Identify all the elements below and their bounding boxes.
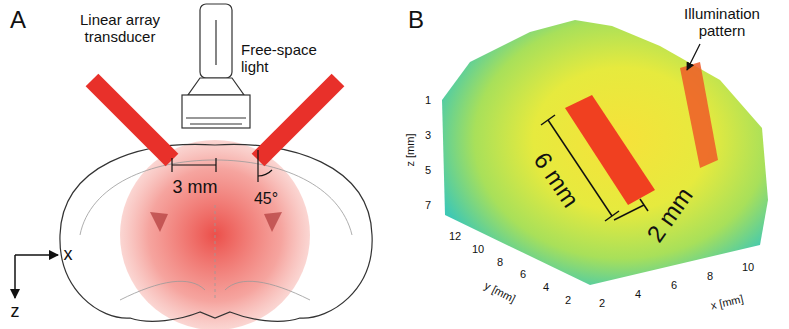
illumination-pattern bbox=[565, 95, 655, 205]
dimension-line bbox=[614, 205, 644, 220]
angle-reference bbox=[257, 150, 258, 182]
dimension-2mm bbox=[614, 199, 648, 220]
angle-arc bbox=[258, 170, 272, 176]
brain-structure bbox=[120, 281, 310, 300]
axis-arrow bbox=[14, 255, 16, 298]
dimension-tick bbox=[171, 158, 172, 172]
dimension-tick bbox=[215, 158, 216, 172]
tick-label: 1 bbox=[425, 94, 431, 106]
dimension: 3 mm bbox=[173, 178, 218, 198]
tick-label: 6 bbox=[671, 279, 677, 291]
axis-label: z bbox=[11, 302, 20, 322]
brain-outline bbox=[60, 144, 372, 321]
dimension-3mm bbox=[172, 158, 216, 172]
dimension-tick bbox=[541, 115, 555, 125]
transducer-line bbox=[215, 20, 216, 65]
tick-label: 2 bbox=[565, 294, 571, 306]
dimension-tick bbox=[605, 211, 619, 221]
ventricle bbox=[264, 212, 282, 232]
tick-label: 4 bbox=[635, 288, 641, 300]
part-name: Free-space light bbox=[241, 42, 323, 75]
tick-label: 4 bbox=[543, 281, 549, 293]
panel-letter: B bbox=[408, 7, 424, 33]
leader-line bbox=[687, 44, 700, 70]
axis-arrow bbox=[15, 254, 58, 256]
tick-label: 6 bbox=[520, 268, 526, 280]
dimension-tick bbox=[640, 199, 648, 211]
tick-label: 8 bbox=[707, 270, 713, 282]
transducer-handle bbox=[200, 4, 232, 78]
dimension-line bbox=[172, 164, 216, 165]
transducer-neck bbox=[188, 78, 244, 95]
surface-plot bbox=[442, 20, 768, 285]
part-name: Linear array transducer bbox=[73, 12, 168, 45]
axis-label: x bbox=[64, 245, 73, 265]
angle-label: 45° bbox=[254, 190, 278, 208]
tick-label: 10 bbox=[472, 243, 484, 255]
transducer bbox=[182, 4, 250, 128]
tick-label: 12 bbox=[449, 230, 461, 242]
tick-label: 2 bbox=[599, 297, 605, 309]
tick-label: 5 bbox=[425, 164, 431, 176]
light-beam bbox=[92, 80, 172, 160]
transducer-line bbox=[190, 123, 242, 124]
axis-title: y [mm] bbox=[483, 279, 518, 305]
illumination-pattern bbox=[680, 62, 718, 168]
ventricle bbox=[150, 212, 168, 232]
tick-label: 8 bbox=[497, 256, 503, 268]
axis-title: z [mm] bbox=[404, 134, 416, 167]
transducer-head bbox=[182, 95, 250, 128]
panel-letter: A bbox=[10, 7, 26, 33]
tick-label: 7 bbox=[425, 199, 431, 211]
tick-label: 3 bbox=[425, 129, 431, 141]
axis-title: x [mm] bbox=[710, 292, 745, 311]
transducer-line bbox=[186, 117, 246, 118]
light-glow bbox=[120, 140, 310, 329]
light-beam bbox=[258, 80, 338, 160]
tick-label: 10 bbox=[742, 261, 754, 273]
annotation: Illumination pattern bbox=[672, 6, 772, 39]
midline bbox=[215, 205, 216, 300]
